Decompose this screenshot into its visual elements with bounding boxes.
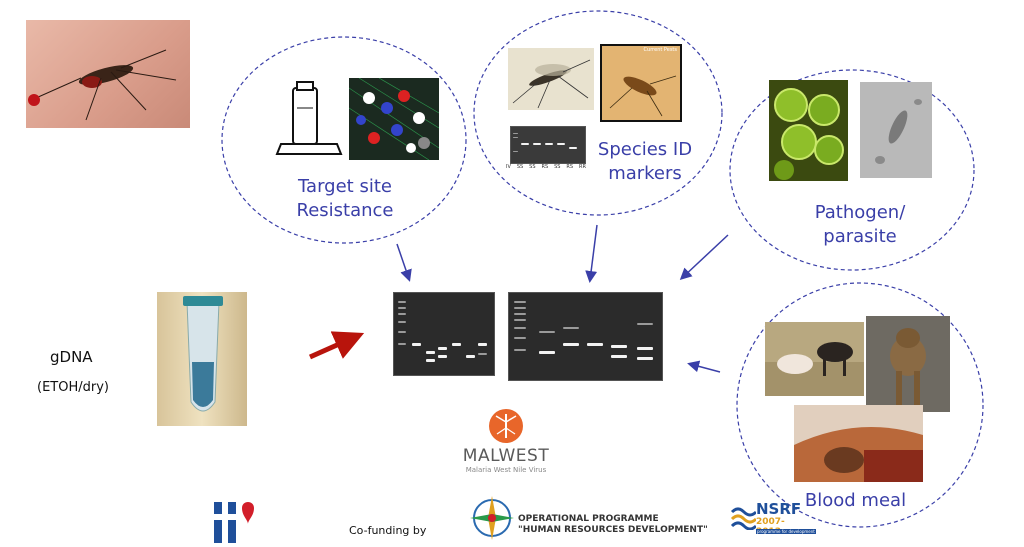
pig-cow-photo (765, 322, 864, 396)
dog-photo (866, 316, 950, 412)
green-cells-photo (769, 80, 848, 181)
gdna-label: gDNA (50, 348, 93, 366)
circle-blood-meal (736, 282, 984, 528)
gel-image-right (508, 292, 663, 381)
mosquito-specimen-photo (508, 48, 594, 110)
ministry-logo (210, 496, 262, 543)
nsrf-wave-icon (730, 507, 756, 530)
gdna-sublabel: (ETOH/dry) (37, 380, 109, 395)
mosquito-on-skin-photo (26, 20, 190, 128)
molecule-image (349, 78, 439, 160)
species-id-line1: Species ID (597, 139, 693, 160)
species-gel-lane-labels: IV SS SS RS SS RS RR (506, 164, 586, 178)
species-id-label: Species ID markers (585, 138, 705, 187)
lane-label: IV (506, 164, 511, 170)
arrow-from-target (396, 243, 412, 282)
nsrf-years: 2007-2013 (756, 517, 785, 537)
mosquito-logo-icon (489, 409, 523, 443)
lane-label: RR (579, 164, 586, 170)
lane-label: RS (541, 164, 549, 170)
malwest-title: MALWEST (462, 446, 550, 466)
circle-species-id (473, 10, 723, 216)
lane-label: SS (529, 164, 536, 170)
circle-target-site (221, 36, 467, 244)
nsrf-title: NSRF (756, 500, 802, 518)
gel-image-left (393, 292, 495, 376)
malwest-logo: MALWEST Malaria West Nile Virus (456, 408, 556, 480)
pathogen-line2: parasite (823, 226, 897, 248)
op-line1: OPERATIONAL PROGRAMME (518, 514, 659, 524)
target-site-line1: Target site (298, 176, 392, 197)
compass-logo-icon (470, 496, 514, 540)
arrow-from-pathogen (679, 234, 729, 281)
operational-programme-logo: OPERATIONAL PROGRAMME "HUMAN RESOURCES D… (466, 490, 708, 543)
lane-label: RS (566, 164, 574, 170)
arrow-from-species (585, 224, 598, 283)
cofunding-label: Co-funding by (349, 524, 427, 537)
nsrf-logo: NSRF 2007-2013 programme for development (730, 500, 816, 540)
blood-meal-label: Blood meal (804, 490, 907, 511)
op-line2: "HUMAN RESOURCES DEVELOPMENT" (518, 525, 708, 535)
nsrf-tag: programme for development (756, 529, 816, 534)
malwest-subtitle: Malaria West Nile Virus (465, 466, 547, 474)
arrow-from-bloodmeal (687, 360, 721, 373)
bottle-drawing (275, 78, 343, 158)
pathogen-label: Pathogen/ parasite (795, 201, 925, 250)
sample-tube-photo (157, 292, 247, 426)
lane-label: SS (554, 164, 561, 170)
sleeping-child-photo (794, 405, 923, 482)
arrow-red (308, 331, 365, 360)
target-site-line2: Resistance (296, 200, 394, 222)
mosquito-orange-photo: Current Pests (600, 44, 682, 122)
circle-pathogen (729, 69, 975, 271)
target-site-label: Target site Resistance (270, 175, 420, 224)
lane-label: SS (516, 164, 524, 170)
species-id-line2: markers (608, 163, 682, 185)
current-pests-caption: Current Pests (643, 47, 677, 53)
parasite-micrograph (860, 82, 932, 178)
species-mini-gel (510, 126, 586, 164)
pathogen-line1: Pathogen/ (814, 202, 906, 223)
